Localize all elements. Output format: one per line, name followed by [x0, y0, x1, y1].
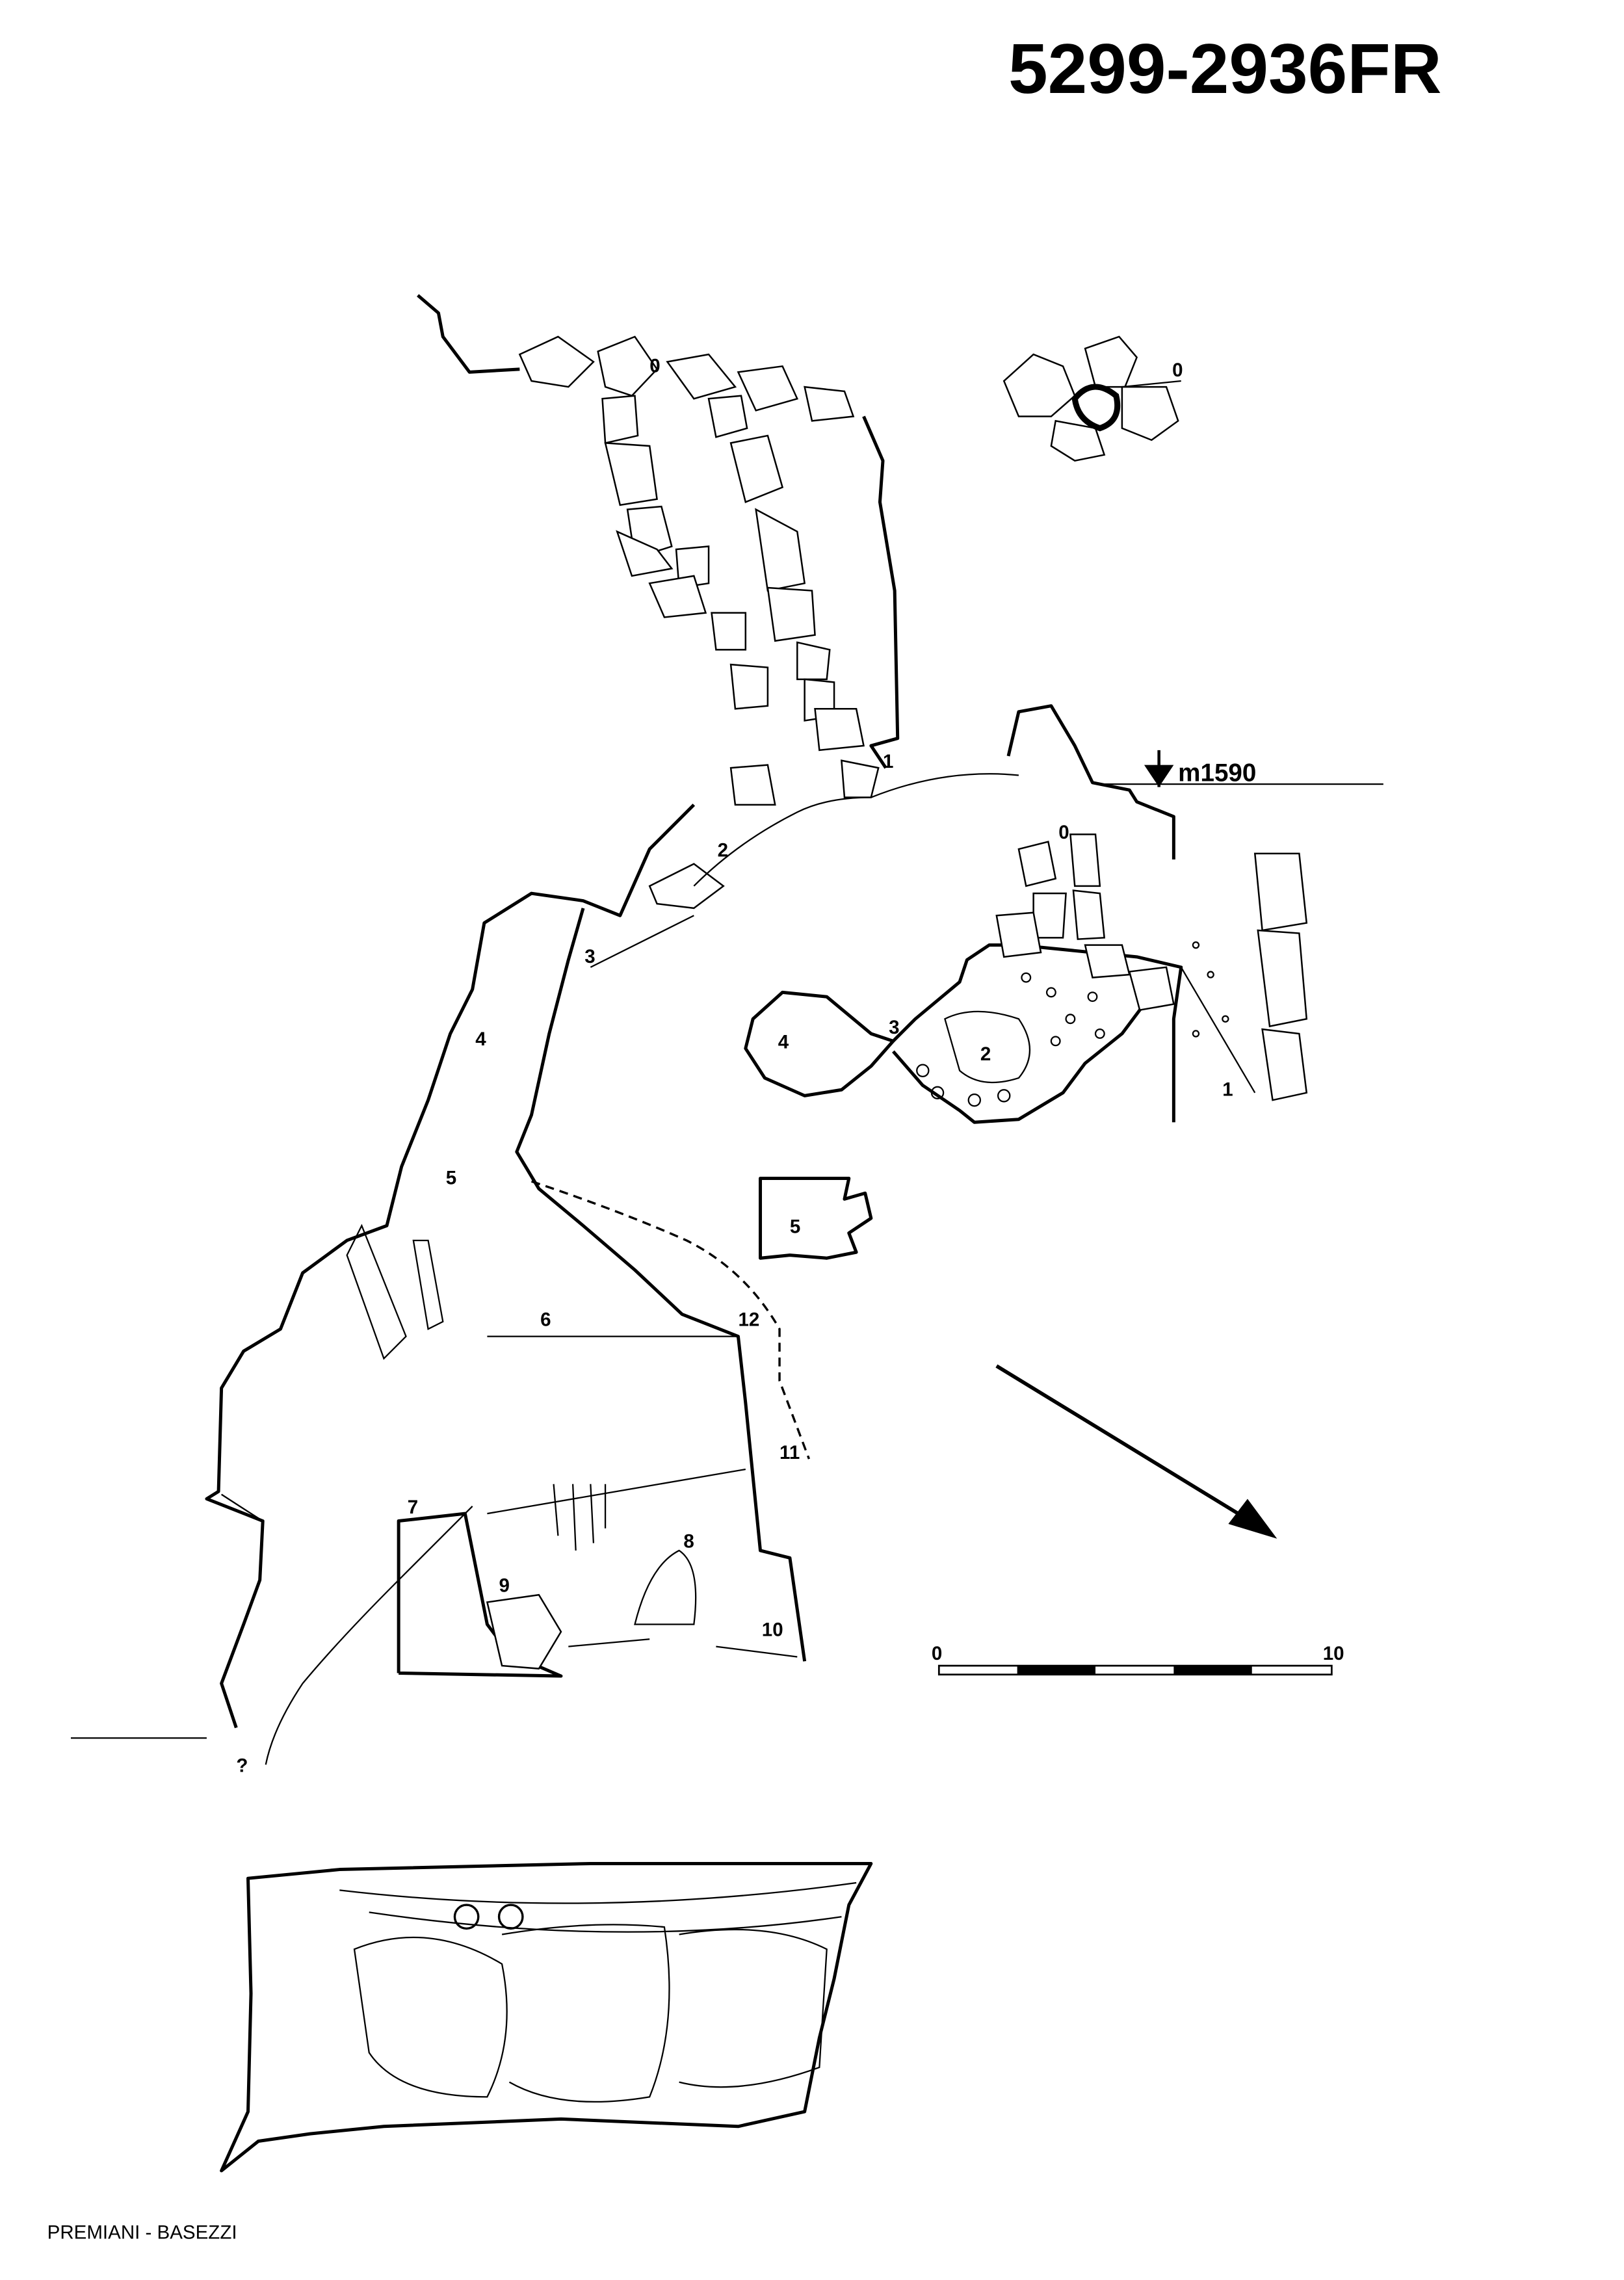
unknown-continuation-mark: ? [236, 1755, 248, 1777]
plan-station-1: 1 [1222, 1079, 1233, 1100]
pebbles [916, 941, 1229, 1107]
station-11: 11 [779, 1442, 800, 1463]
station-6: 6 [540, 1309, 551, 1331]
plan-station-5: 5 [790, 1216, 800, 1238]
orientation-arrow [995, 1364, 1277, 1539]
cave-profile: 0 1 2 3 4 5 6 7 8 9 10 11 12 ? [71, 294, 1383, 1777]
profile-station-labels: 0 1 2 3 4 5 6 7 8 9 10 11 12 ? [236, 355, 893, 1776]
station-10: 10 [762, 1619, 783, 1641]
station-3: 3 [584, 946, 595, 967]
station-1: 1 [883, 751, 893, 772]
station-9: 9 [499, 1575, 510, 1597]
entrance-opening [1071, 384, 1121, 432]
rock-blocks [486, 335, 880, 1670]
station-12: 12 [738, 1309, 759, 1331]
entrance-station-label: 0 [1172, 360, 1183, 381]
entrance-plan: 0 [1002, 335, 1183, 462]
plan-station-2: 2 [980, 1043, 991, 1065]
station-0: 0 [649, 355, 660, 376]
scale-end-label: 10 [1323, 1643, 1344, 1664]
elevation-marker: m1590 [1144, 750, 1256, 787]
station-2: 2 [718, 839, 728, 861]
chamber-4 [744, 990, 895, 1097]
scale-start-label: 0 [932, 1643, 942, 1664]
cross-section [220, 1861, 873, 2173]
authors-credit: PREMIANI - BASEZZI [47, 2221, 237, 2243]
cadastre-number: 5299-2936FR [1008, 29, 1441, 109]
station-7: 7 [408, 1497, 418, 1518]
scale-bar: 0 10 [932, 1643, 1344, 1676]
plan-station-3: 3 [889, 1017, 899, 1038]
plan-station-labels: 0 1 2 3 4 5 [778, 822, 1233, 1237]
station-4: 4 [475, 1029, 486, 1050]
cave-plan: 0 1 2 3 4 5 [744, 822, 1308, 1260]
station-8: 8 [683, 1530, 694, 1552]
station-5: 5 [446, 1168, 456, 1189]
elevation-label: m1590 [1178, 759, 1256, 787]
plan-station-0: 0 [1058, 822, 1069, 843]
chamber-5 [759, 1177, 873, 1260]
plan-station-4: 4 [778, 1032, 789, 1053]
